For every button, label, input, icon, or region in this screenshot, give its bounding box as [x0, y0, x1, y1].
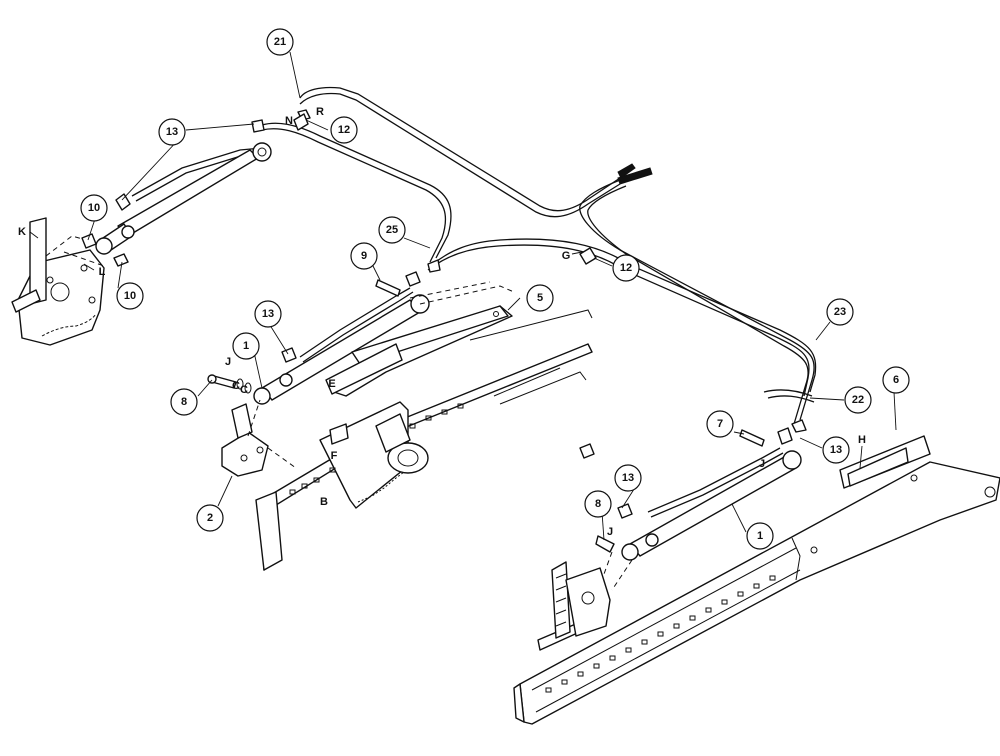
svg-text:1: 1 — [243, 340, 249, 352]
hose-upper-loop — [261, 122, 452, 263]
callout-13-upper: 13 — [158, 118, 186, 146]
label-J-upper-right: J — [759, 458, 765, 470]
callout-8-left: 8 — [170, 388, 198, 416]
callout-13-lower: 13 — [614, 464, 642, 492]
label-G: G — [562, 250, 571, 262]
callout-25: 25 — [378, 216, 406, 244]
cylinder-middle — [253, 259, 515, 405]
short-hoses — [131, 147, 784, 518]
clip-2 — [221, 399, 297, 477]
bracket-5 — [333, 305, 513, 397]
svg-text:25: 25 — [386, 224, 398, 236]
svg-text:23: 23 — [834, 306, 846, 318]
left-mount-plate — [11, 217, 105, 346]
callout-9: 9 — [350, 242, 378, 270]
callout-8-right: 8 — [584, 490, 612, 518]
svg-text:12: 12 — [338, 124, 350, 136]
label-F: F — [331, 450, 338, 462]
svg-text:7: 7 — [717, 418, 723, 430]
callout-1-middle: 1 — [232, 332, 260, 360]
svg-text:12: 12 — [620, 262, 632, 274]
right-tower — [513, 435, 1000, 725]
label-N: N — [285, 115, 293, 127]
pin-8-left — [207, 374, 252, 394]
svg-text:1: 1 — [757, 530, 763, 542]
svg-text:8: 8 — [595, 498, 601, 510]
svg-text:10: 10 — [88, 202, 100, 214]
callout-10-lower: 10 — [116, 282, 144, 310]
label-K: K — [18, 226, 26, 238]
label-J-lower-right: J — [607, 526, 613, 538]
svg-text:13: 13 — [830, 444, 842, 456]
callout-12-upper: 12 — [330, 116, 358, 144]
hose-21 — [299, 86, 653, 218]
svg-text:21: 21 — [274, 36, 286, 48]
svg-text:6: 6 — [893, 374, 899, 386]
cylinder-upper — [81, 109, 311, 267]
hose-22 — [763, 389, 815, 403]
svg-text:13: 13 — [262, 308, 274, 320]
svg-text:13: 13 — [166, 126, 178, 138]
callout-7: 7 — [706, 410, 734, 438]
letter-labels: R N K L G J C C E F B H J J — [18, 106, 866, 538]
svg-text:8: 8 — [181, 396, 187, 408]
svg-text:13: 13 — [622, 472, 634, 484]
clamp-12-upper — [293, 113, 597, 265]
svg-text:5: 5 — [537, 292, 543, 304]
callout-6: 6 — [882, 366, 910, 394]
svg-text:2: 2 — [207, 512, 213, 524]
callout-2: 2 — [196, 504, 224, 532]
cylinder-right — [579, 419, 807, 591]
label-B: B — [320, 496, 328, 508]
callout-22: 22 — [844, 386, 872, 414]
callout-12-right: 12 — [612, 254, 640, 282]
callout-13-right: 13 — [822, 436, 850, 464]
label-J-left: J — [225, 356, 231, 368]
svg-text:10: 10 — [124, 290, 136, 302]
callout-23: 23 — [826, 298, 854, 326]
svg-text:22: 22 — [852, 394, 864, 406]
callout-10-upper: 10 — [80, 194, 108, 222]
label-C-1: C — [232, 380, 240, 392]
svg-text:9: 9 — [361, 250, 367, 262]
label-R: R — [316, 106, 324, 118]
label-H: H — [858, 434, 866, 446]
label-E: E — [328, 378, 335, 390]
callout-13-middle: 13 — [254, 300, 282, 328]
hose-23 — [579, 179, 815, 425]
label-L: L — [99, 266, 106, 278]
callout-1-right: 1 — [746, 522, 774, 550]
label-C-2: C — [240, 384, 248, 396]
left-tower — [255, 309, 593, 571]
callout-21: 21 — [266, 28, 294, 56]
callout-5: 5 — [526, 284, 554, 312]
